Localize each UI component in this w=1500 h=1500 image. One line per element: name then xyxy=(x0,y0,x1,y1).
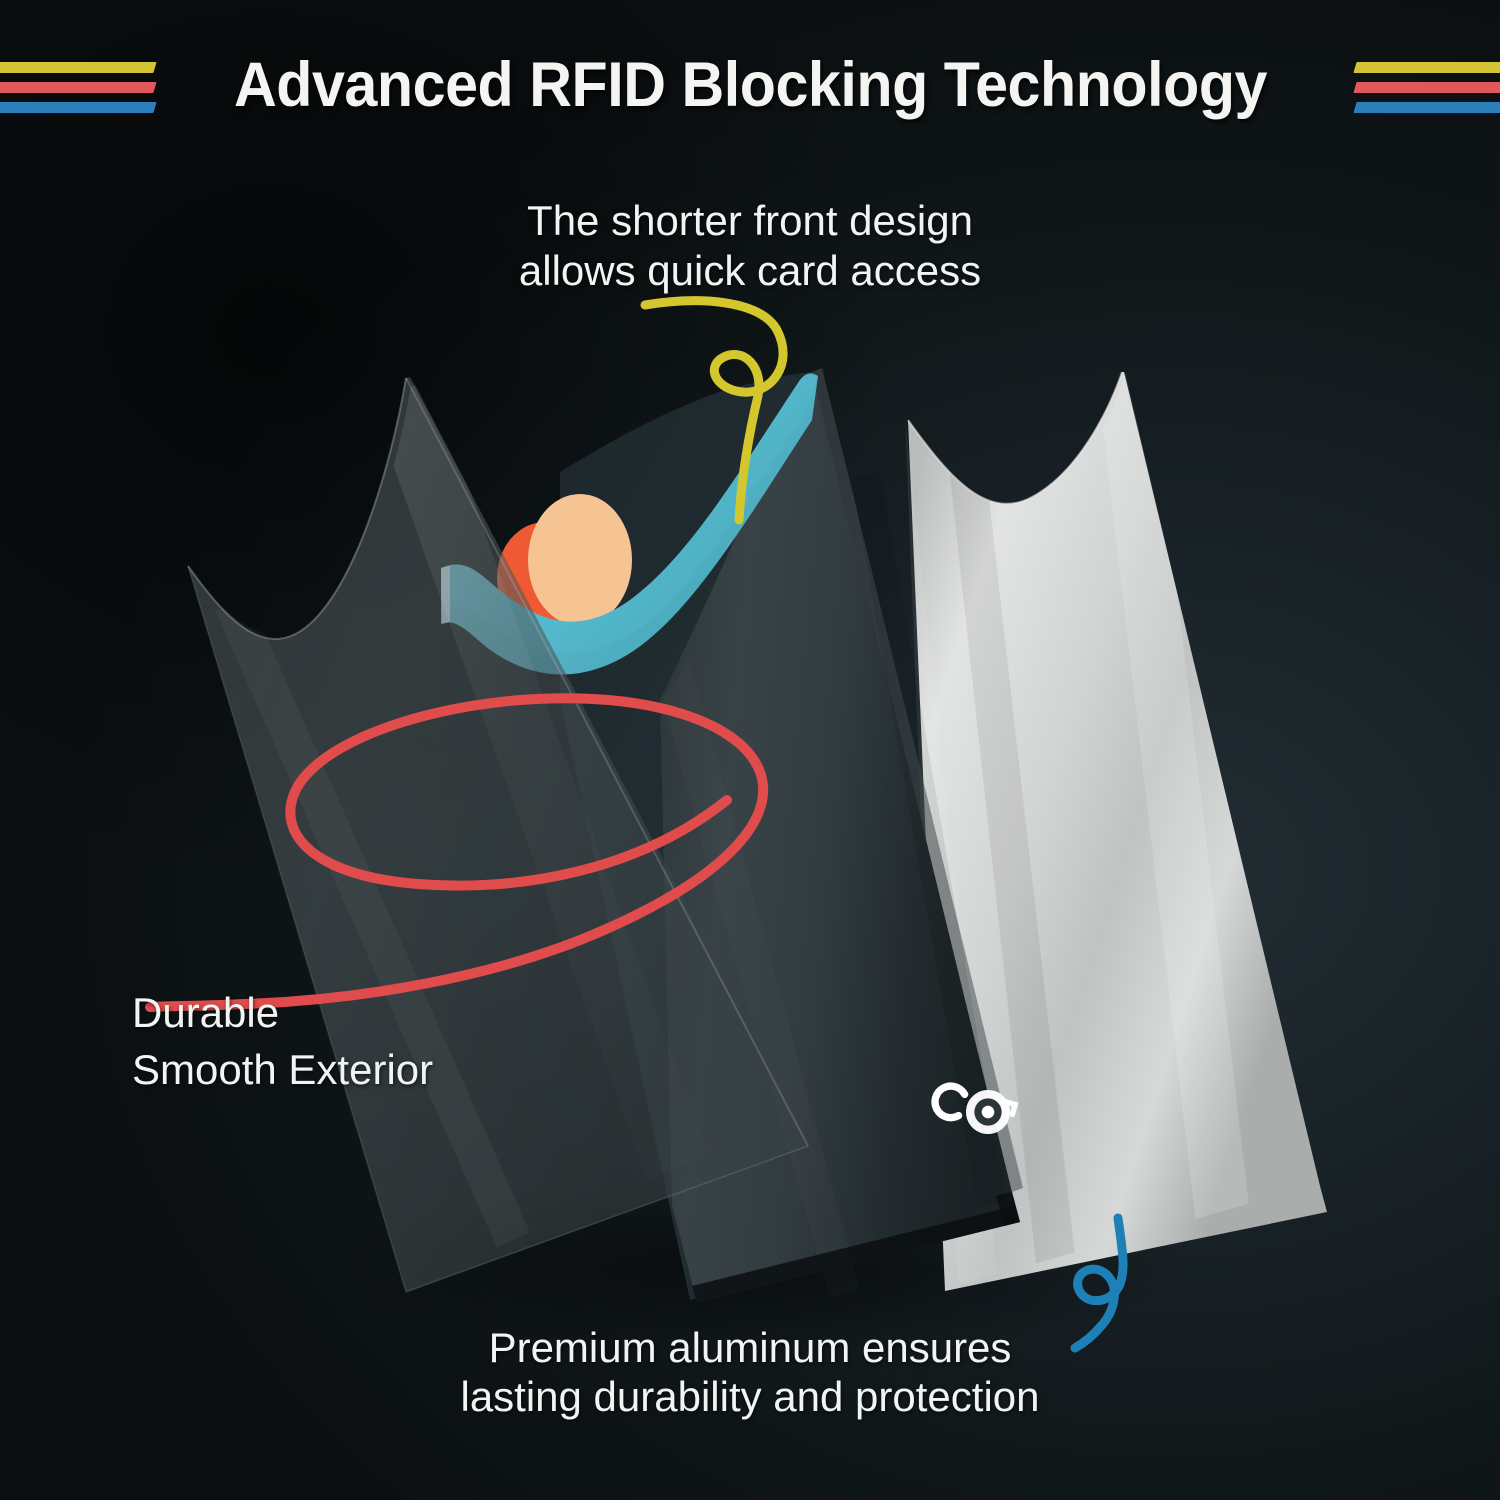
callout-premium-aluminum-text: Premium aluminum ensures lasting durabil… xyxy=(460,1323,1040,1421)
decorative-stripes-left xyxy=(0,62,157,124)
callout-durable-exterior-text: Durable Smooth Exterior xyxy=(132,989,434,1093)
translucent-front-shield xyxy=(187,377,809,1293)
yellow-curly-arrow-icon xyxy=(640,296,788,525)
card-peach xyxy=(528,494,632,626)
stripe-red-left xyxy=(0,82,157,93)
header-banner: Advanced RFID Blocking Technology xyxy=(0,0,1500,170)
stripe-red-right xyxy=(1353,82,1500,93)
blue-curly-arrow-icon xyxy=(1070,1213,1128,1353)
stripe-blue-right xyxy=(1353,102,1500,113)
stripe-yellow-left xyxy=(0,62,157,73)
stripe-yellow-right xyxy=(1353,62,1500,73)
brand-logo-mark xyxy=(931,1082,1019,1135)
callout-shorter-front-text: The shorter front design allows quick ca… xyxy=(518,197,982,294)
red-lasso-circle-icon xyxy=(145,693,769,1012)
decorative-stripes-right xyxy=(1353,62,1500,124)
page-title: Advanced RFID Blocking Technology xyxy=(233,50,1267,120)
stripe-blue-left xyxy=(0,102,157,113)
